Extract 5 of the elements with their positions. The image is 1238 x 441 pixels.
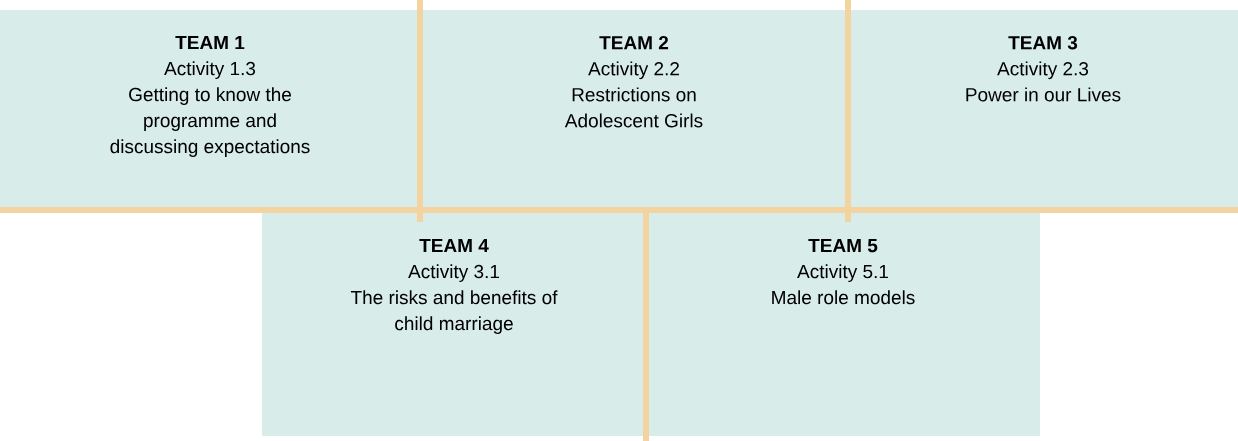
team-panel: TEAM 2 Activity 2.2 Restrictions on Adolescent Girls xyxy=(420,10,848,207)
team-panel: TEAM 5 Activity 5.1 Male role models xyxy=(646,213,1040,436)
team-panel: TEAM 1 Activity 1.3 Getting to know the programme and discussing expectations xyxy=(0,10,420,207)
team-panel: TEAM 4 Activity 3.1 The risks and benefits of child marriage xyxy=(262,213,646,436)
team-panel: TEAM 3 Activity 2.3 Power in our Lives xyxy=(848,10,1238,207)
